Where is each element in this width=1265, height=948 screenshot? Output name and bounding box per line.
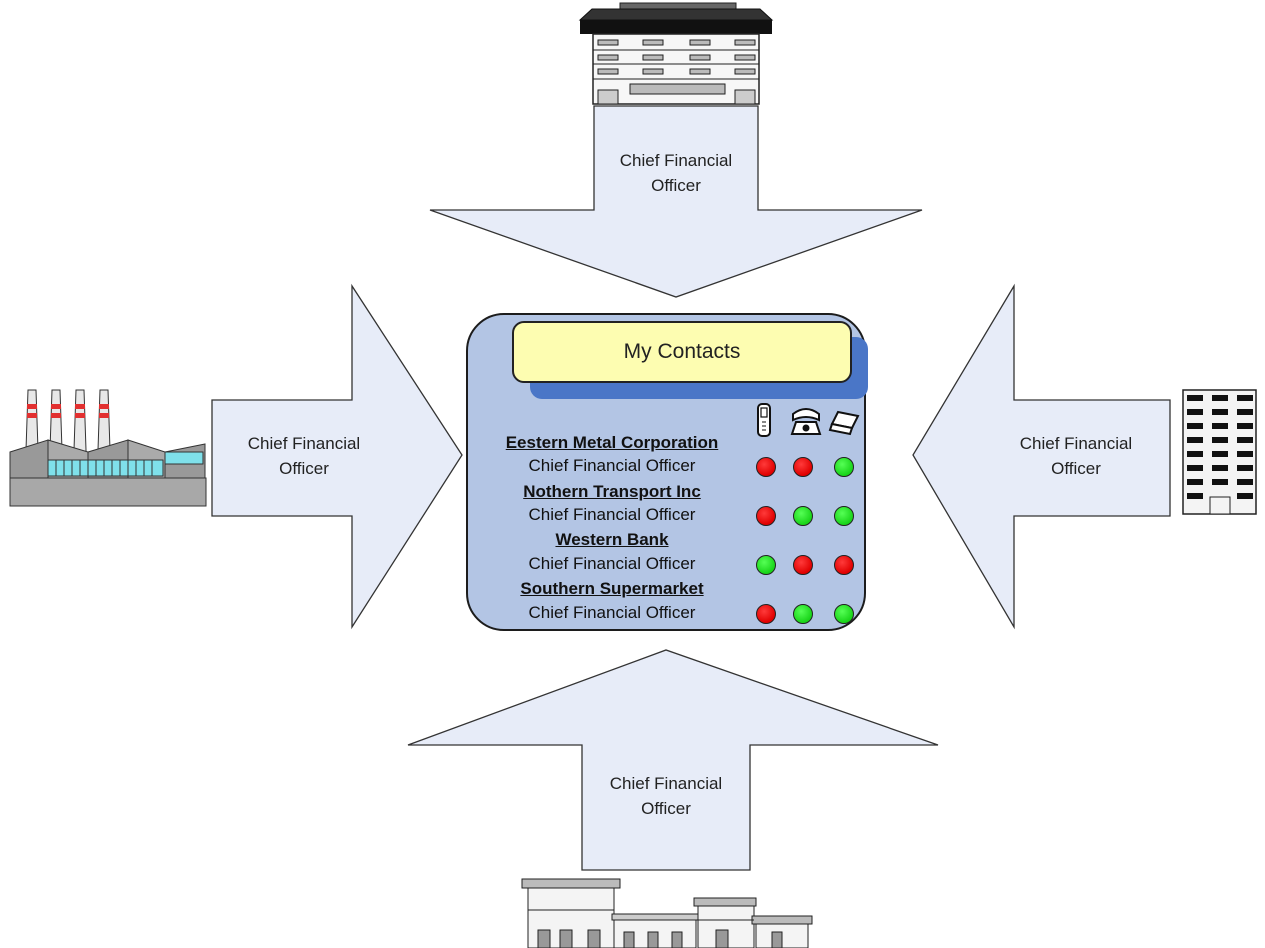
- status-laptop-green: [834, 506, 854, 526]
- contact-role: Chief Financial Officer: [528, 505, 696, 524]
- top-arrow-label: Chief Financial Officer: [594, 148, 758, 198]
- bottom-arrow-label-line1: Chief Financial: [609, 774, 723, 793]
- contact-role: Chief Financial Officer: [528, 456, 696, 475]
- highrise-right-icon: [1182, 389, 1257, 515]
- right-arrow: [912, 283, 1171, 630]
- left-arrow: [211, 283, 463, 630]
- bottom-arrow-label-line2: Officer: [641, 799, 691, 818]
- bottom-arrow-label: Chief Financial Officer: [582, 771, 750, 821]
- right-arrow-label-line2: Officer: [1051, 459, 1101, 478]
- status-mobile-red: [756, 506, 776, 526]
- top-arrow: [429, 105, 923, 298]
- right-arrow-label-line1: Chief Financial: [1019, 434, 1133, 453]
- factory-left-icon: [9, 389, 207, 507]
- mobile-phone-icon: [757, 403, 771, 437]
- office-building-top-icon: [578, 2, 774, 105]
- laptop-icon: [828, 410, 860, 436]
- status-desk-phone-green: [793, 506, 813, 526]
- status-laptop-red: [834, 555, 854, 575]
- left-arrow-label-line1: Chief Financial: [247, 434, 361, 453]
- contact-company-eestern-metal[interactable]: Eestern Metal Corporation: [505, 433, 719, 452]
- status-laptop-green: [834, 457, 854, 477]
- status-desk-phone-red: [793, 457, 813, 477]
- contact-company-western-bank[interactable]: Western Bank: [555, 530, 669, 549]
- bottom-arrow: [407, 649, 939, 871]
- shopping-center-bottom-icon: [521, 878, 813, 948]
- contact-company-southern-supermarket[interactable]: Southern Supermarket: [520, 579, 704, 598]
- status-mobile-red: [756, 604, 776, 624]
- top-arrow-label-line2: Officer: [651, 176, 701, 195]
- left-arrow-label: Chief Financial Officer: [212, 431, 396, 481]
- contact-role: Chief Financial Officer: [528, 603, 696, 622]
- desk-phone-icon: [790, 408, 822, 435]
- status-desk-phone-red: [793, 555, 813, 575]
- status-desk-phone-green: [793, 604, 813, 624]
- status-mobile-red: [756, 457, 776, 477]
- contacts-title: My Contacts: [512, 321, 852, 383]
- right-arrow-label: Chief Financial Officer: [982, 431, 1170, 481]
- status-laptop-green: [834, 604, 854, 624]
- contact-company-nothern-transport[interactable]: Nothern Transport Inc: [523, 482, 701, 501]
- contact-role: Chief Financial Officer: [528, 554, 696, 573]
- status-mobile-green: [756, 555, 776, 575]
- top-arrow-label-line1: Chief Financial: [619, 151, 733, 170]
- left-arrow-label-line2: Officer: [279, 459, 329, 478]
